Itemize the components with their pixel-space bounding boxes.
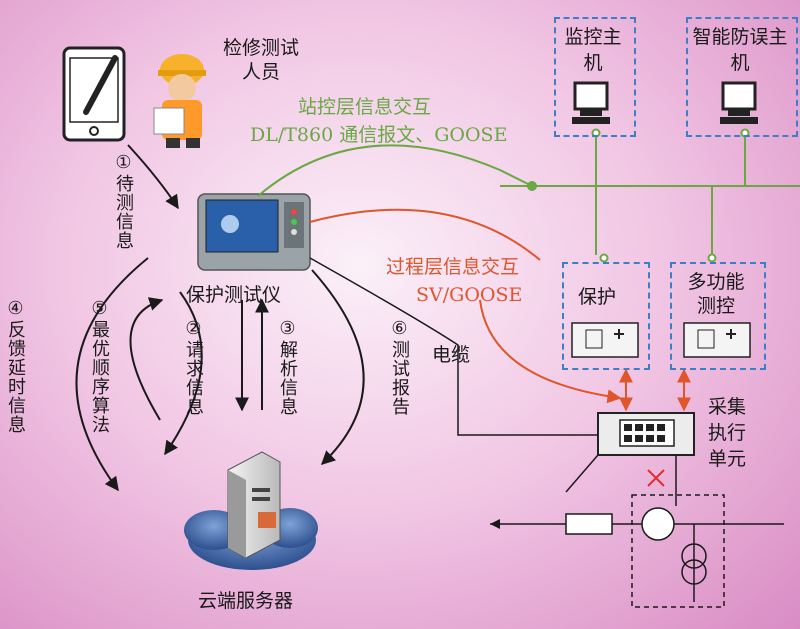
process-layer-title: 过程层信息交互 xyxy=(386,256,520,278)
cable-label: 电缆 xyxy=(432,344,471,366)
misop-host-box xyxy=(686,17,798,137)
flow-5-label: ⑤最优顺序算法 xyxy=(89,298,110,434)
relay-device-icon xyxy=(683,322,751,358)
misop-host-label: 智能防误主机 xyxy=(692,26,788,74)
station-bus xyxy=(257,133,800,255)
cloud-label: 云端服务器 xyxy=(198,590,294,612)
protection-label: 保护 xyxy=(578,286,617,308)
bus-node xyxy=(527,181,537,191)
computer-icon xyxy=(572,81,610,124)
multi-control-label: 多功能测控 xyxy=(687,271,745,317)
monitor-host-label: 监控主机 xyxy=(564,26,622,74)
server-icon xyxy=(227,451,281,559)
primary-circuit xyxy=(490,454,784,608)
computer-icon xyxy=(720,81,758,124)
tablet-icon xyxy=(62,46,126,142)
red-x-icon xyxy=(647,469,665,487)
flow-2-label: ②请求信息 xyxy=(183,318,204,416)
inspector-label: 检修测试人员 xyxy=(222,37,299,83)
worker-icon xyxy=(153,54,206,148)
acquisition-unit-icon xyxy=(597,412,695,456)
flow-3-label: ③解析信息 xyxy=(277,318,298,416)
acquisition-unit-label: 采集执行单元 xyxy=(708,396,747,470)
monitor-host-box xyxy=(554,17,636,137)
tester-label: 保护测试仪 xyxy=(186,284,282,306)
flow-1-label: ①待测信息 xyxy=(113,152,134,250)
station-layer-title: 站控层信息交互 xyxy=(298,96,432,118)
transformer-icon xyxy=(681,543,707,585)
flow-4-label: ④反馈延时信息 xyxy=(5,298,26,434)
protection-box xyxy=(562,262,650,370)
station-layer-sub: DL/T860 通信报文、GOOSE xyxy=(250,124,508,146)
multi-control-box xyxy=(670,262,766,370)
process-layer-sub: SV/GOOSE xyxy=(416,284,523,306)
tester-device-icon xyxy=(197,193,311,271)
relay-device-icon xyxy=(571,322,639,358)
flow-6-label: ⑥测试报告 xyxy=(389,318,410,416)
